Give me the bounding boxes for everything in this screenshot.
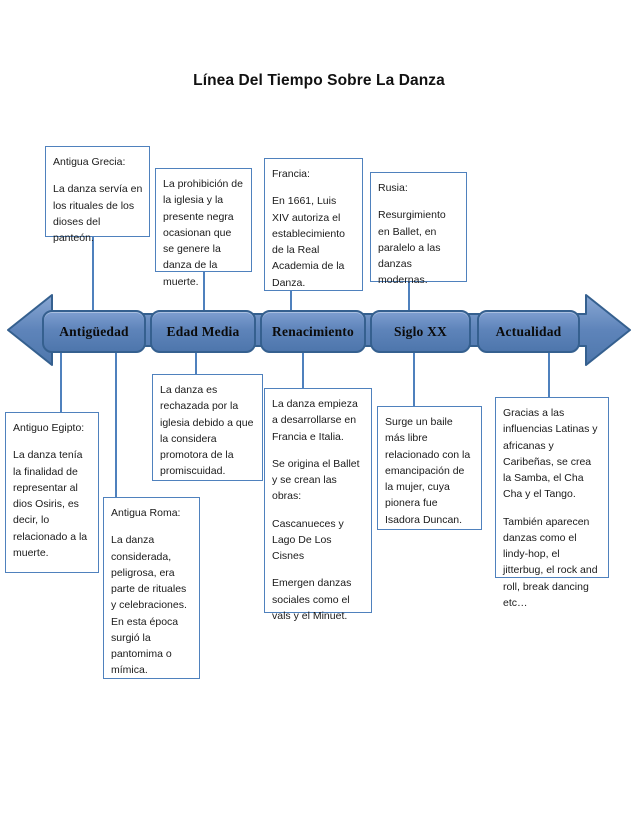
note-text: La danza es rechazada por la iglesia deb…	[160, 384, 254, 478]
note-text: Rusia:	[378, 182, 408, 194]
note-text: Cascanueces y Lago De Los Cisnes	[272, 517, 344, 563]
connector-line	[548, 351, 550, 398]
note-text: La danza considerada, peligrosa, era par…	[111, 534, 187, 677]
note-text: Emergen danzas sociales como el vals y e…	[272, 577, 352, 622]
note-text: La prohibición de la iglesia y la presen…	[163, 178, 243, 288]
era-label: Actualidad	[495, 323, 562, 339]
note-text: La danza tenía la finalidad de represent…	[13, 449, 88, 559]
connector-line	[115, 351, 117, 498]
note-francia: Francia: En 1661, Luis XIV autoriza el e…	[264, 158, 363, 291]
note-influencias-latinas: Gracias a las influencias Latinas y afri…	[495, 397, 609, 609]
era-renacimiento: Renacimiento	[260, 310, 366, 353]
connector-line	[60, 351, 62, 413]
note-text: Antigua Roma:	[111, 507, 181, 519]
note-rusia: Rusia: Resurgimiento en Ballet, en paral…	[370, 172, 467, 286]
note-text: Antiguo Egipto:	[13, 422, 85, 434]
era-actualidad: Actualidad	[477, 310, 580, 353]
era-label: Siglo XX	[394, 323, 447, 339]
era-antiguedad: Antigüedad	[42, 310, 146, 353]
era-label: Antigüedad	[59, 323, 129, 339]
note-antigua-roma: Antigua Roma: La danza considerada, peli…	[103, 497, 200, 679]
connector-line	[92, 236, 94, 314]
note-danza-rechazada: La danza es rechazada por la iglesia deb…	[152, 374, 263, 481]
note-baile-libre: Surge un baile más libre relacionado con…	[377, 406, 482, 530]
connector-line	[302, 351, 304, 389]
note-text: La danza empieza a desarrollarse en Fran…	[272, 398, 358, 443]
connector-line	[408, 282, 410, 314]
connector-line	[413, 351, 415, 407]
note-text: Antigua Grecia:	[53, 156, 126, 168]
connector-line	[290, 291, 292, 314]
connector-line	[203, 271, 205, 314]
connector-line	[195, 351, 197, 375]
note-text: Se origina el Ballet y se crean las obra…	[272, 457, 360, 503]
note-text: Gracias a las influencias Latinas y afri…	[503, 407, 598, 501]
note-text: Francia:	[272, 168, 310, 180]
note-antiguo-egipto: Antiguo Egipto: La danza tenía la finali…	[5, 412, 99, 573]
note-text: Surge un baile más libre relacionado con…	[385, 416, 471, 526]
note-text: Resurgimiento en Ballet, en paralelo a l…	[378, 209, 446, 287]
era-siglo-xx: Siglo XX	[370, 310, 471, 353]
page-title: Línea Del Tiempo Sobre La Danza	[193, 72, 445, 89]
note-text: También aparecen danzas como el lindy-ho…	[503, 515, 598, 609]
note-antigua-grecia: Antigua Grecia: La danza servía en los r…	[45, 146, 150, 244]
note-danza-empieza: La danza empieza a desarrollarse en Fran…	[264, 388, 372, 622]
era-label: Renacimiento	[272, 323, 354, 339]
note-prohibicion-iglesia: La prohibición de la iglesia y la presen…	[155, 168, 252, 288]
era-label: Edad Media	[166, 323, 240, 339]
note-text: En 1661, Luis XIV autoriza el establecim…	[272, 195, 345, 289]
note-text: La danza servía en los rituales de los d…	[53, 183, 143, 245]
era-edad-media: Edad Media	[150, 310, 256, 353]
